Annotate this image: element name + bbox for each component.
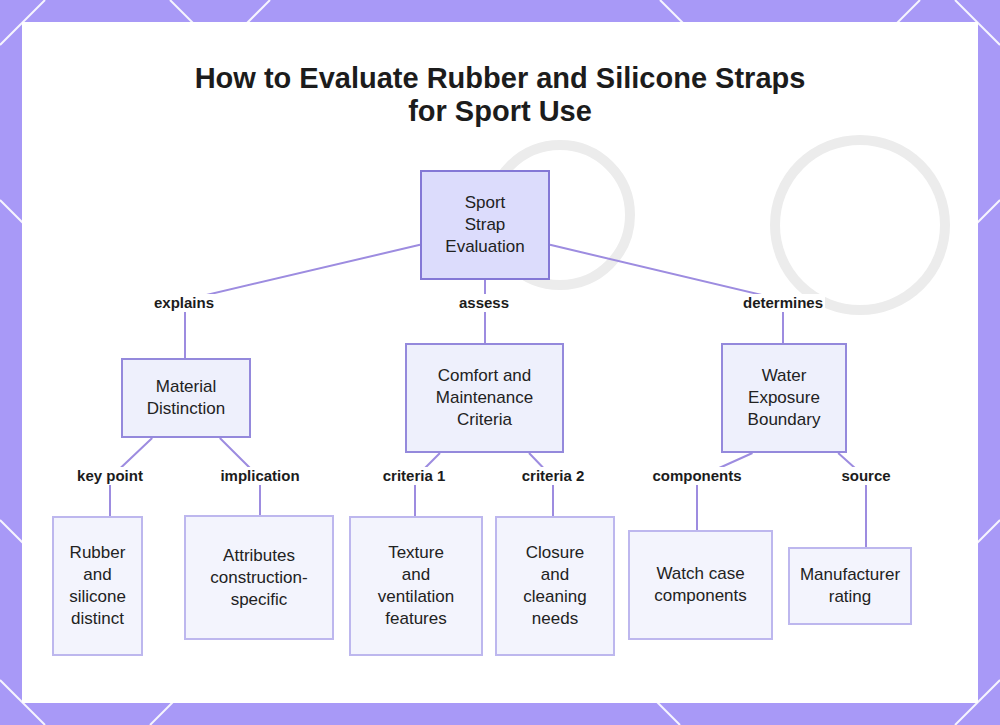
leaf-box: Watch case components <box>628 530 773 640</box>
node-text: Texture and ventilation features <box>375 542 457 630</box>
connector-line <box>185 245 420 358</box>
leaf-box: Attributes construction-specific <box>184 515 334 640</box>
node-text: Comfort and Maintenance Criteria <box>413 365 556 431</box>
root-box: Sport Strap Evaluation <box>420 170 550 280</box>
leaf-box: Texture and ventilation features <box>349 516 483 656</box>
node-text: Material Distinction <box>131 376 241 420</box>
node-text: Sport Strap Evaluation <box>444 192 526 258</box>
edge-label: explains <box>152 294 216 312</box>
edge-label: criteria 2 <box>520 467 587 485</box>
edge-label: determines <box>741 294 825 312</box>
node-text: Water Exposure Boundary <box>737 365 831 431</box>
category-box: Water Exposure Boundary <box>721 343 847 453</box>
leaf-box: Manufacturer rating <box>788 547 912 625</box>
node-text: Rubber and silicone distinct <box>60 542 135 630</box>
edge-label: components <box>650 467 743 485</box>
edge-label: source <box>839 467 892 485</box>
edge-label: implication <box>218 467 301 485</box>
node-text: Manufacturer rating <box>796 564 904 608</box>
white-panel <box>22 22 978 703</box>
category-box: Comfort and Maintenance Criteria <box>405 343 564 453</box>
diagram-title: How to Evaluate Rubber and Silicone Stra… <box>190 62 810 128</box>
node-text: Closure and cleaning needs <box>517 542 593 630</box>
connector-line <box>697 453 753 530</box>
faded-watch <box>775 140 945 310</box>
leaf-box: Closure and cleaning needs <box>495 516 615 656</box>
edge-label: assess <box>457 294 511 312</box>
edge-label: key point <box>75 467 145 485</box>
node-text: Watch case components <box>636 563 765 607</box>
node-text: Attributes construction-specific <box>192 545 326 611</box>
leaf-box: Rubber and silicone distinct <box>52 516 143 656</box>
logo-watch <box>904 624 920 660</box>
edge-label: criteria 1 <box>381 467 448 485</box>
category-box: Material Distinction <box>121 358 251 438</box>
